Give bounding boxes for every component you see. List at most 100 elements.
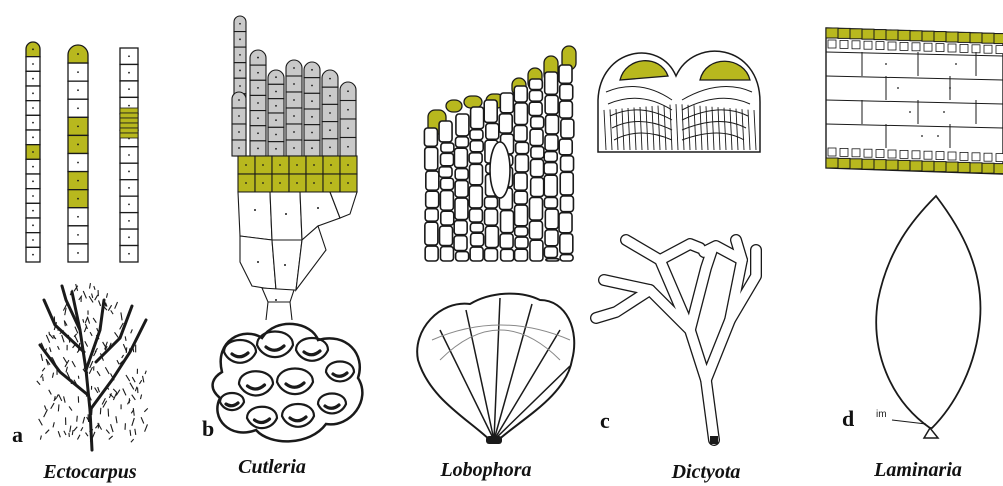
ectocarpus-filaments — [26, 42, 138, 262]
nucleus — [77, 71, 79, 73]
cortical-cell — [484, 197, 497, 208]
plurilocular-cell — [120, 108, 138, 113]
hair-fiber — [58, 431, 60, 437]
hair-fiber — [116, 416, 117, 423]
nucleus — [128, 105, 130, 107]
nucleus — [293, 67, 295, 69]
hair-fiber — [42, 368, 45, 371]
nucleus — [329, 112, 331, 114]
panel-letter-c: c — [600, 410, 610, 432]
cortical-cell — [440, 226, 453, 245]
nucleus — [245, 164, 247, 166]
cortex-cell — [876, 42, 884, 50]
cortex-cell — [864, 149, 872, 157]
cortex-cell — [900, 42, 908, 50]
blade-outline — [876, 196, 980, 428]
holdfast-annotation: im — [876, 410, 887, 420]
nucleus — [238, 115, 240, 117]
nucleus — [262, 182, 264, 184]
nucleus — [32, 254, 34, 256]
nucleus — [77, 162, 79, 164]
nucleus — [275, 148, 277, 150]
nucleus — [275, 76, 277, 78]
hair-fiber — [66, 367, 67, 372]
cortical-cell — [529, 198, 542, 221]
hair-fiber — [50, 347, 52, 352]
meristoderm-cell — [982, 33, 994, 43]
cortex-cell — [996, 46, 1003, 54]
nucleus — [238, 99, 240, 101]
nucleus — [330, 164, 332, 166]
hair-fiber — [106, 430, 109, 434]
hair-fiber — [81, 427, 83, 431]
cortical-cell — [440, 191, 453, 211]
nucleus — [897, 87, 899, 89]
cortical-cell — [516, 142, 529, 153]
meristoderm-cell — [838, 158, 850, 168]
cortical-cell — [545, 135, 558, 151]
cortical-cell — [441, 211, 454, 225]
hair-fiber — [93, 318, 96, 323]
nucleus — [275, 91, 277, 93]
meristoderm-cell — [934, 162, 946, 172]
cortical-cell — [544, 247, 557, 258]
hair-fiber — [99, 300, 101, 305]
cortical-cell — [455, 198, 468, 219]
meristoderm-cell — [826, 158, 838, 168]
nucleus — [32, 210, 34, 212]
nucleus — [239, 70, 241, 72]
hair-fiber — [59, 394, 62, 400]
lobophora-tissue — [424, 46, 576, 261]
hair-fiber — [58, 404, 59, 411]
hair-fiber — [83, 319, 84, 323]
cortex-cell — [984, 45, 992, 53]
cortical-cell — [559, 65, 572, 83]
cortical-cell — [484, 100, 497, 122]
nucleus — [347, 109, 349, 111]
nucleus — [313, 164, 315, 166]
hair-fiber — [101, 316, 102, 322]
hair-fiber — [83, 417, 85, 424]
hair-fiber — [41, 354, 43, 361]
hair-fiber — [132, 377, 135, 382]
hair-fiber — [77, 416, 78, 422]
cortex-cell — [924, 43, 932, 51]
hair-fiber — [83, 291, 86, 298]
hair-fiber — [135, 429, 136, 435]
hair-fiber — [92, 408, 93, 415]
nucleus — [275, 119, 277, 121]
cortex-cell — [984, 153, 992, 161]
holdfast — [486, 436, 502, 444]
nucleus — [943, 111, 945, 113]
hair-fiber — [90, 332, 92, 336]
hair-fiber — [130, 430, 131, 436]
cortical-cell — [514, 191, 527, 204]
hair-fiber — [140, 394, 141, 399]
hair-fiber — [85, 341, 88, 346]
hair-fiber — [51, 357, 52, 362]
cortical-cell — [455, 181, 468, 198]
nucleus — [77, 144, 79, 146]
holdfast — [924, 428, 938, 438]
nucleus — [296, 182, 298, 184]
hair-fiber — [44, 409, 48, 417]
nucleus — [275, 299, 277, 301]
nucleus — [239, 54, 241, 56]
nucleus — [128, 220, 130, 222]
hair-fiber — [50, 334, 54, 338]
cortex-cell — [888, 150, 896, 158]
hair-fiber — [63, 357, 66, 363]
cortical-cell — [560, 172, 573, 195]
cortical-cell — [561, 119, 574, 138]
nucleus — [257, 132, 259, 134]
nucleus — [77, 234, 79, 236]
cortical-cell — [485, 209, 498, 225]
genus-label-dictyota: Dictyota — [672, 462, 741, 482]
cortical-cell — [514, 103, 527, 125]
nucleus — [128, 171, 130, 173]
cortical-cell — [425, 246, 438, 261]
hair-fiber — [77, 435, 80, 440]
nucleus — [329, 129, 331, 131]
cortical-cell — [515, 155, 528, 172]
nucleus — [32, 78, 34, 80]
